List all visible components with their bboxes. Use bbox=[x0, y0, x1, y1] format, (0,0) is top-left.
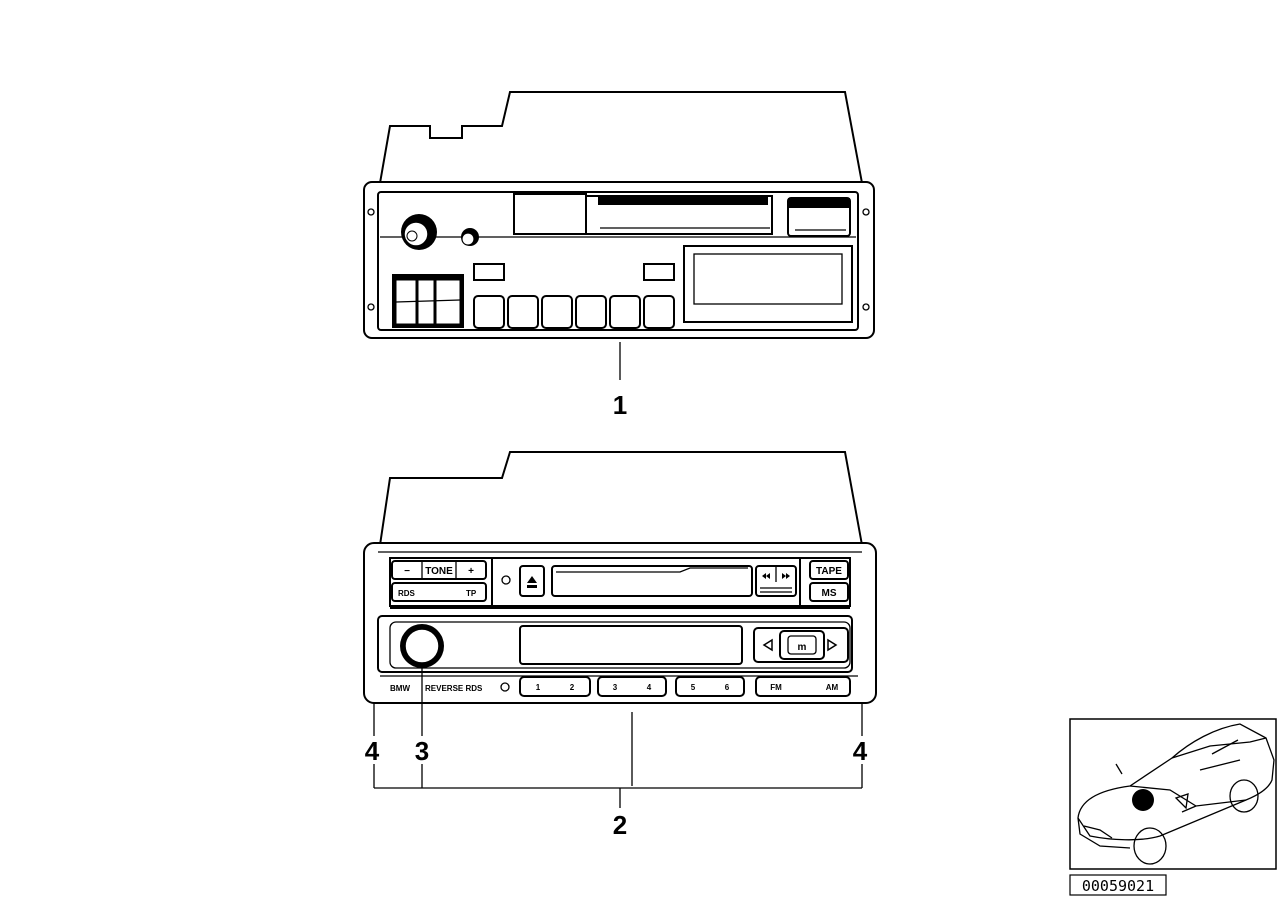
preset-buttons-3-4: 3 4 bbox=[597, 676, 667, 697]
location-marker-dot bbox=[1132, 789, 1154, 811]
tape-button: TAPE bbox=[809, 560, 849, 580]
svg-text:MS: MS bbox=[822, 588, 837, 599]
callout-4-right: 4 bbox=[853, 736, 868, 766]
ms-button: MS bbox=[809, 582, 849, 602]
svg-text:2: 2 bbox=[570, 683, 575, 692]
preset-buttons-1-2: 1 2 bbox=[519, 676, 591, 697]
callout-3: 3 bbox=[415, 736, 429, 766]
callout-4-left: 4 bbox=[365, 736, 380, 766]
tp-label: TP bbox=[466, 589, 477, 598]
document-number-box: 00059021 bbox=[1069, 874, 1167, 896]
rotary-knob bbox=[400, 624, 444, 668]
svg-text:6: 6 bbox=[725, 683, 730, 692]
svg-text:4: 4 bbox=[647, 683, 652, 692]
cassette-radio-unit bbox=[363, 91, 875, 380]
car-outline-icon bbox=[1077, 723, 1275, 865]
model-label: REVERSE RDS bbox=[425, 684, 483, 693]
tuning-knob bbox=[461, 228, 479, 246]
callout-2: 2 bbox=[613, 810, 627, 840]
svg-text:FM: FM bbox=[770, 683, 782, 692]
callout-1: 1 bbox=[613, 390, 627, 420]
preset-buttons-5-6: 5 6 bbox=[675, 676, 745, 697]
document-number: 00059021 bbox=[1082, 877, 1154, 895]
ffwd-rewind-buttons bbox=[755, 565, 797, 597]
rds-tp-control: RDS TP bbox=[391, 582, 487, 602]
svg-text:TAPE: TAPE bbox=[816, 566, 842, 577]
brand-label: BMW bbox=[390, 684, 410, 693]
tone-control: − TONE + bbox=[391, 560, 487, 580]
rocker-switch-group bbox=[392, 274, 464, 328]
m-button-label: m bbox=[798, 642, 807, 653]
tone-plus-label: + bbox=[468, 566, 474, 577]
tone-minus-label: − bbox=[404, 566, 410, 577]
cassette-slot bbox=[513, 193, 773, 235]
indicator-key-left bbox=[473, 263, 505, 281]
eject-button-top bbox=[787, 197, 851, 237]
svg-text:3: 3 bbox=[613, 683, 618, 692]
vehicle-locator-thumbnail bbox=[1069, 718, 1277, 870]
reverse-rds-radio-unit: − TONE + RDS TP bbox=[363, 451, 877, 808]
indicator-key-right bbox=[643, 263, 675, 281]
rds-label: RDS bbox=[398, 589, 416, 598]
radio-display bbox=[683, 245, 853, 323]
svg-text:AM: AM bbox=[826, 683, 839, 692]
indicator-led-bottom bbox=[500, 682, 510, 692]
svg-text:1: 1 bbox=[536, 683, 541, 692]
navigation-pad: m bbox=[753, 627, 849, 663]
fm-am-button: FM AM bbox=[755, 676, 851, 697]
svg-text:5: 5 bbox=[691, 683, 696, 692]
eject-button bbox=[519, 565, 545, 597]
volume-knob bbox=[401, 214, 437, 250]
tone-label: TONE bbox=[425, 566, 453, 577]
lcd-display bbox=[519, 625, 743, 665]
indicator-led-top bbox=[501, 575, 511, 585]
cassette-slot-lower bbox=[551, 565, 753, 597]
preset-buttons-row bbox=[473, 295, 675, 329]
